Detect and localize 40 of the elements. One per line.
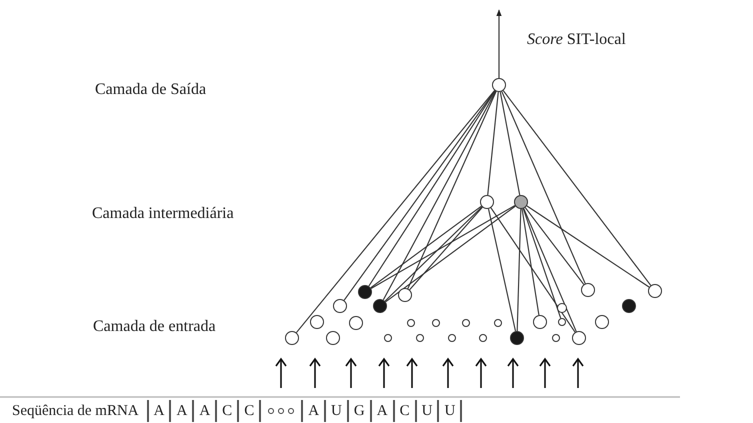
connection-line <box>344 90 496 301</box>
sequence-cell: C <box>237 400 260 422</box>
sequence-label: Seqüência de mRNA <box>12 402 140 421</box>
output-label: Score SIT-local <box>527 30 626 50</box>
connection-line <box>501 91 586 284</box>
layer-label: Camada de entrada <box>93 317 216 337</box>
layer-label: Camada intermediária <box>92 204 234 224</box>
arrow <box>496 9 502 78</box>
connection-line <box>407 91 497 289</box>
connection-line <box>385 206 516 302</box>
connection-line <box>522 208 562 318</box>
sequence-cell: A <box>301 400 324 422</box>
connection-line <box>490 208 576 332</box>
sequence-cell: U <box>437 400 460 422</box>
connection-line <box>368 90 496 286</box>
sequence-cell: A <box>169 400 192 422</box>
connection-line <box>500 92 520 196</box>
connection-line <box>526 205 650 288</box>
connection-line <box>382 90 496 300</box>
connection-line <box>522 208 540 316</box>
sequence-cell: A <box>370 400 393 422</box>
connection-line <box>409 206 483 290</box>
connection-line <box>487 92 499 196</box>
connection-line <box>370 205 516 289</box>
layer-label: Camada de Saída <box>95 80 206 100</box>
connection-line <box>502 90 652 286</box>
sequence-cell: A <box>192 400 216 422</box>
sequence-cell: A <box>146 400 170 422</box>
connection-line <box>516 208 522 332</box>
sequence-cell: G <box>346 400 370 422</box>
connection-line <box>524 207 584 285</box>
sequence-cell: C <box>215 400 238 422</box>
sequence-cell: U <box>414 400 438 422</box>
sequence-cell: C <box>392 400 415 422</box>
connection-line <box>488 208 516 332</box>
connection-line <box>523 208 577 332</box>
connection-line <box>296 90 495 333</box>
connection-line <box>384 206 482 302</box>
sequence-cell: U <box>324 400 347 422</box>
connection-line <box>370 206 482 288</box>
